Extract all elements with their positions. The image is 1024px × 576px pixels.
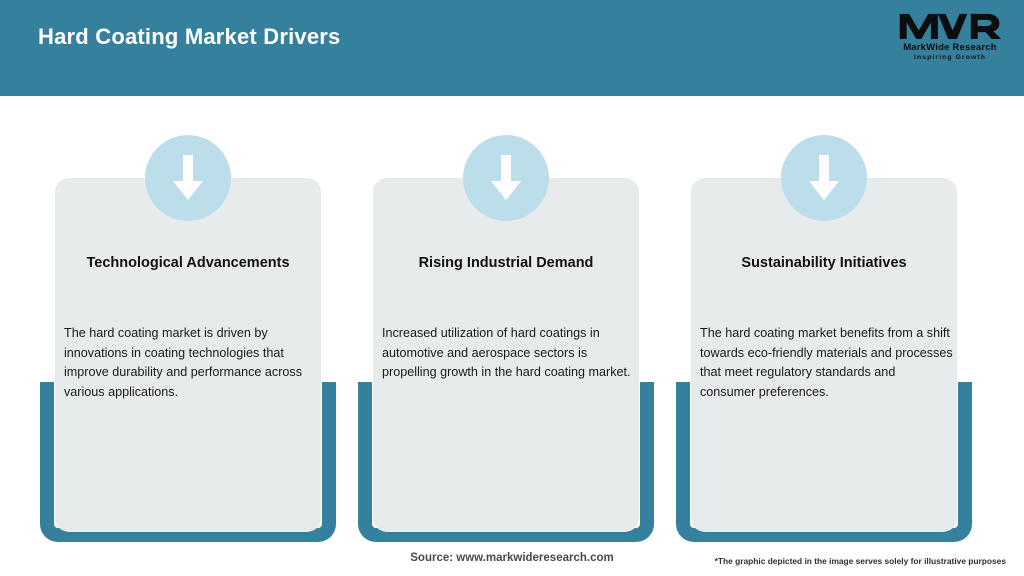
disclaimer-note: *The graphic depicted in the image serve… [714,556,1006,566]
down-arrow-icon [145,135,231,221]
card-panel [691,178,957,532]
page-title: Hard Coating Market Drivers [38,24,341,49]
driver-card-2[interactable]: Rising Industrial Demand Increased utili… [358,96,654,546]
down-arrow-icon [781,135,867,221]
card-body-text: The hard coating market benefits from a … [700,326,953,399]
driver-card-3[interactable]: Sustainability Initiatives The hard coat… [676,96,972,546]
card-title: Rising Industrial Demand [418,255,594,271]
logo-tagline: Inspiring Growth [914,54,986,61]
card-title: Sustainability Initiatives [741,255,907,271]
card-panel [55,178,321,532]
down-arrow-icon [463,135,549,221]
header-bar: Hard Coating Market Drivers MarkWide Res… [0,0,1024,96]
source-label: Source: www.markwideresearch.com [410,552,614,564]
card-body-text: Increased utilization of hard coatings i… [382,326,631,379]
brand-logo: MarkWide Research Inspiring Growth [898,10,1002,68]
logo-company-name: MarkWide Research [903,42,997,53]
mwr-logo-icon [898,10,1002,42]
card-body-text: The hard coating market is driven by inn… [64,326,302,399]
drivers-card-row: Technological Advancements The hard coat… [0,96,1024,546]
card-title: Technological Advancements [86,255,290,271]
card-panel [373,178,639,532]
driver-card-1[interactable]: Technological Advancements The hard coat… [40,96,336,546]
